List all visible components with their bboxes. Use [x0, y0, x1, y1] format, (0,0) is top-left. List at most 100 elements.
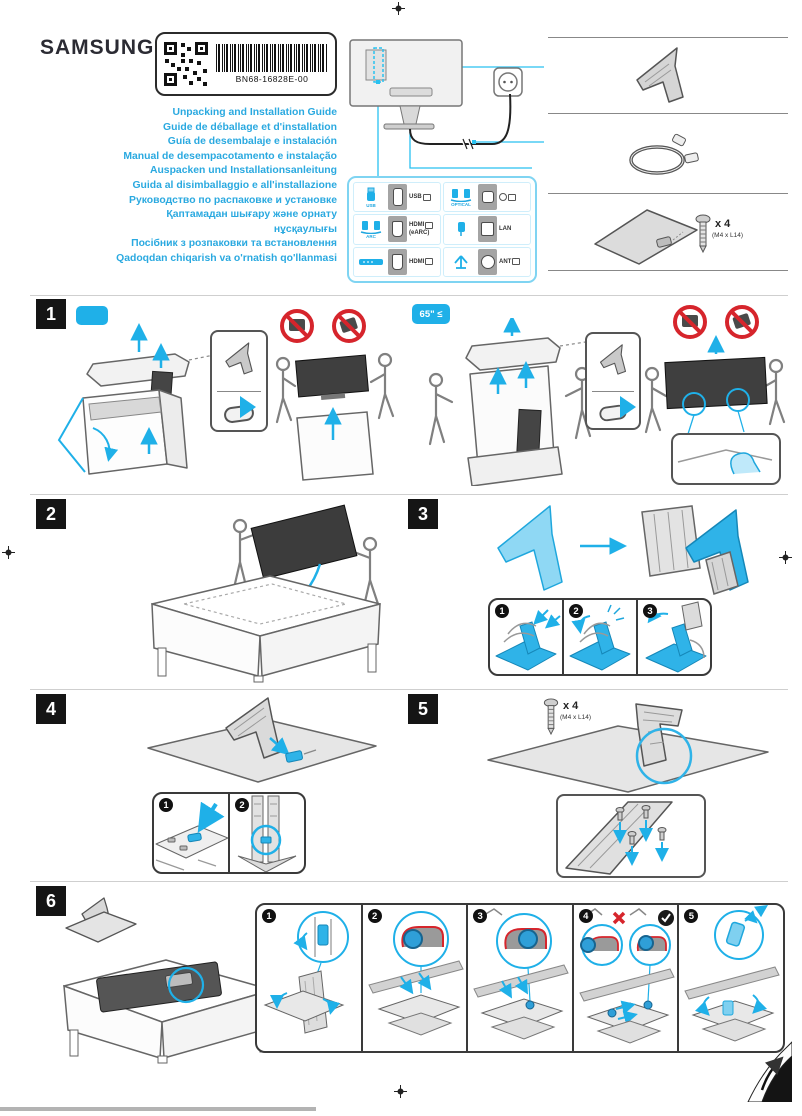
step4-neck-into-base-scene — [147, 697, 377, 783]
accessory-divider-2 — [548, 113, 788, 114]
page-turn-icon — [747, 1041, 792, 1102]
screw-quantity: x 4 — [715, 218, 731, 230]
step6-substep-5: 5 — [677, 905, 783, 1051]
step1-lift-scene — [275, 309, 395, 481]
arc-caption: ARC — [366, 233, 376, 239]
step-4-badge: 4 — [36, 694, 66, 724]
stand-neck-icon — [225, 341, 253, 374]
port-row-ant: ANT — [443, 246, 531, 277]
usb-drive-icon — [367, 187, 375, 201]
earc-sublabel: (eARC) — [409, 230, 430, 237]
next-arrow-icon — [240, 396, 256, 418]
port-row-hdmi-earc: ARC HDMI(eARC) — [353, 214, 441, 245]
wrong-mark-icon — [612, 911, 626, 925]
soundbar-icon — [359, 258, 383, 265]
hdmi-earc-port — [388, 216, 407, 243]
step3-substep-2: 2 — [562, 600, 636, 674]
usb-symbol-icon — [422, 193, 431, 201]
stand-neck-icon — [599, 343, 627, 375]
step6-substep5-art — [684, 905, 781, 1042]
ant-label: ANT — [499, 258, 512, 265]
barcode — [216, 44, 328, 72]
crop-mark-top — [392, 2, 405, 15]
accessory-divider-1 — [548, 37, 788, 38]
step3-substep-3: 3 — [636, 600, 710, 674]
part-number: BN68-16828E-00 — [235, 74, 309, 84]
qr-code-icon — [163, 41, 209, 87]
title-uk: Посібник з розпаковки та встановлення — [131, 238, 337, 250]
optical-caption: OPTICAL — [451, 201, 471, 207]
multilingual-titles: Unpacking and Installation Guide Guide d… — [110, 106, 337, 267]
stand-base-accessory — [594, 209, 698, 265]
stand-neck-accessory — [636, 47, 684, 103]
step5-screws-inset — [556, 794, 706, 878]
title-es: Guía de desembalaje e instalación — [167, 136, 337, 148]
step1-parts-inset — [210, 330, 268, 432]
usb-port-label: USB — [409, 193, 422, 200]
prohibition-icon — [332, 309, 366, 343]
step-2-badge: 2 — [36, 499, 66, 529]
step6-substep-1: 1 — [257, 905, 361, 1051]
hdmi-number-icon — [425, 222, 434, 230]
title-uz: Qadoqdan chiqarish va o'rnatish qo'llanm… — [116, 252, 337, 264]
hdmi-earc-label: HDMI — [409, 222, 425, 229]
step2-place-on-table-scene — [151, 504, 381, 683]
step1-large-carry-scene — [644, 305, 786, 485]
size-badge-large: 65" ≤ — [412, 304, 450, 324]
step4-substep-1: 1 — [154, 794, 228, 872]
screw-icon — [695, 214, 711, 254]
connector-panel: USB USB OPTICAL ARC HDMI(eARC) LAN — [347, 176, 537, 283]
step3-substep-1: 1 — [490, 600, 562, 674]
ant-port — [478, 248, 497, 275]
power-cord-accessory — [629, 133, 699, 175]
step6-substep-2: 2 — [360, 905, 467, 1051]
digital-audio-out-icons — [499, 193, 528, 202]
step4-substep2-art — [237, 795, 297, 872]
usb-port — [388, 184, 407, 211]
accessory-divider-4 — [548, 270, 788, 271]
title-en: Unpacking and Installation Guide — [172, 107, 337, 118]
correct-mark-icon — [657, 910, 674, 926]
hdmi-label: HDMI — [409, 258, 425, 265]
screw-icon — [543, 698, 559, 736]
step5-assembled-stand-scene — [487, 703, 769, 793]
crop-mark-right — [779, 551, 792, 564]
step6-substep4-art — [579, 908, 675, 1044]
port-row-optical: OPTICAL — [443, 182, 531, 213]
step6-substep-3: 3 — [466, 905, 572, 1051]
step5-screw-spec: (M4 x L14) — [560, 714, 592, 721]
step3-substep1-art — [495, 609, 561, 671]
step4-substep-2: 2 — [228, 794, 304, 872]
prohibition-icon — [673, 305, 707, 339]
port-row-lan: LAN — [443, 214, 531, 245]
lan-label: LAN — [499, 226, 512, 233]
step3-cover-scene — [497, 505, 749, 595]
tv-back-diagram — [349, 39, 544, 176]
optical-speakers-icon — [450, 188, 472, 202]
arc-speakers-icon — [360, 220, 382, 234]
port-row-usb: USB USB — [353, 182, 441, 213]
step-3-badge: 3 — [408, 499, 438, 529]
lan-port — [478, 216, 497, 243]
step3-subpanel: 1 2 3 — [488, 598, 712, 676]
crop-mark-bottom — [394, 1085, 407, 1098]
step5-screw-quantity: x 4 — [563, 700, 579, 712]
title-ru: Руководство по распаковке и установке — [129, 194, 337, 206]
step4-substep1-art — [155, 801, 228, 871]
step6-substep1-art — [263, 911, 349, 1034]
title-it: Guida al disimballaggio e all'installazi… — [132, 179, 337, 191]
step6-substep-4: 4 — [571, 905, 678, 1051]
step5-inset-art — [565, 801, 673, 875]
step4-subpanel: 1 2 — [152, 792, 306, 874]
ant-symbol-icon — [512, 258, 521, 266]
title-de: Auspacken und Installationsanleitung — [149, 165, 337, 177]
prohibition-icon — [725, 305, 759, 339]
title-fr: Guide de déballage et d'installation — [163, 121, 337, 133]
step-6-badge: 6 — [36, 886, 66, 916]
step-1-badge: 1 — [36, 299, 66, 329]
step1-open-box-scene — [57, 323, 230, 475]
screw-spec: (M4 x L14) — [712, 232, 744, 239]
prohibition-icon — [280, 309, 314, 343]
step1-large-open-scene — [428, 318, 599, 486]
